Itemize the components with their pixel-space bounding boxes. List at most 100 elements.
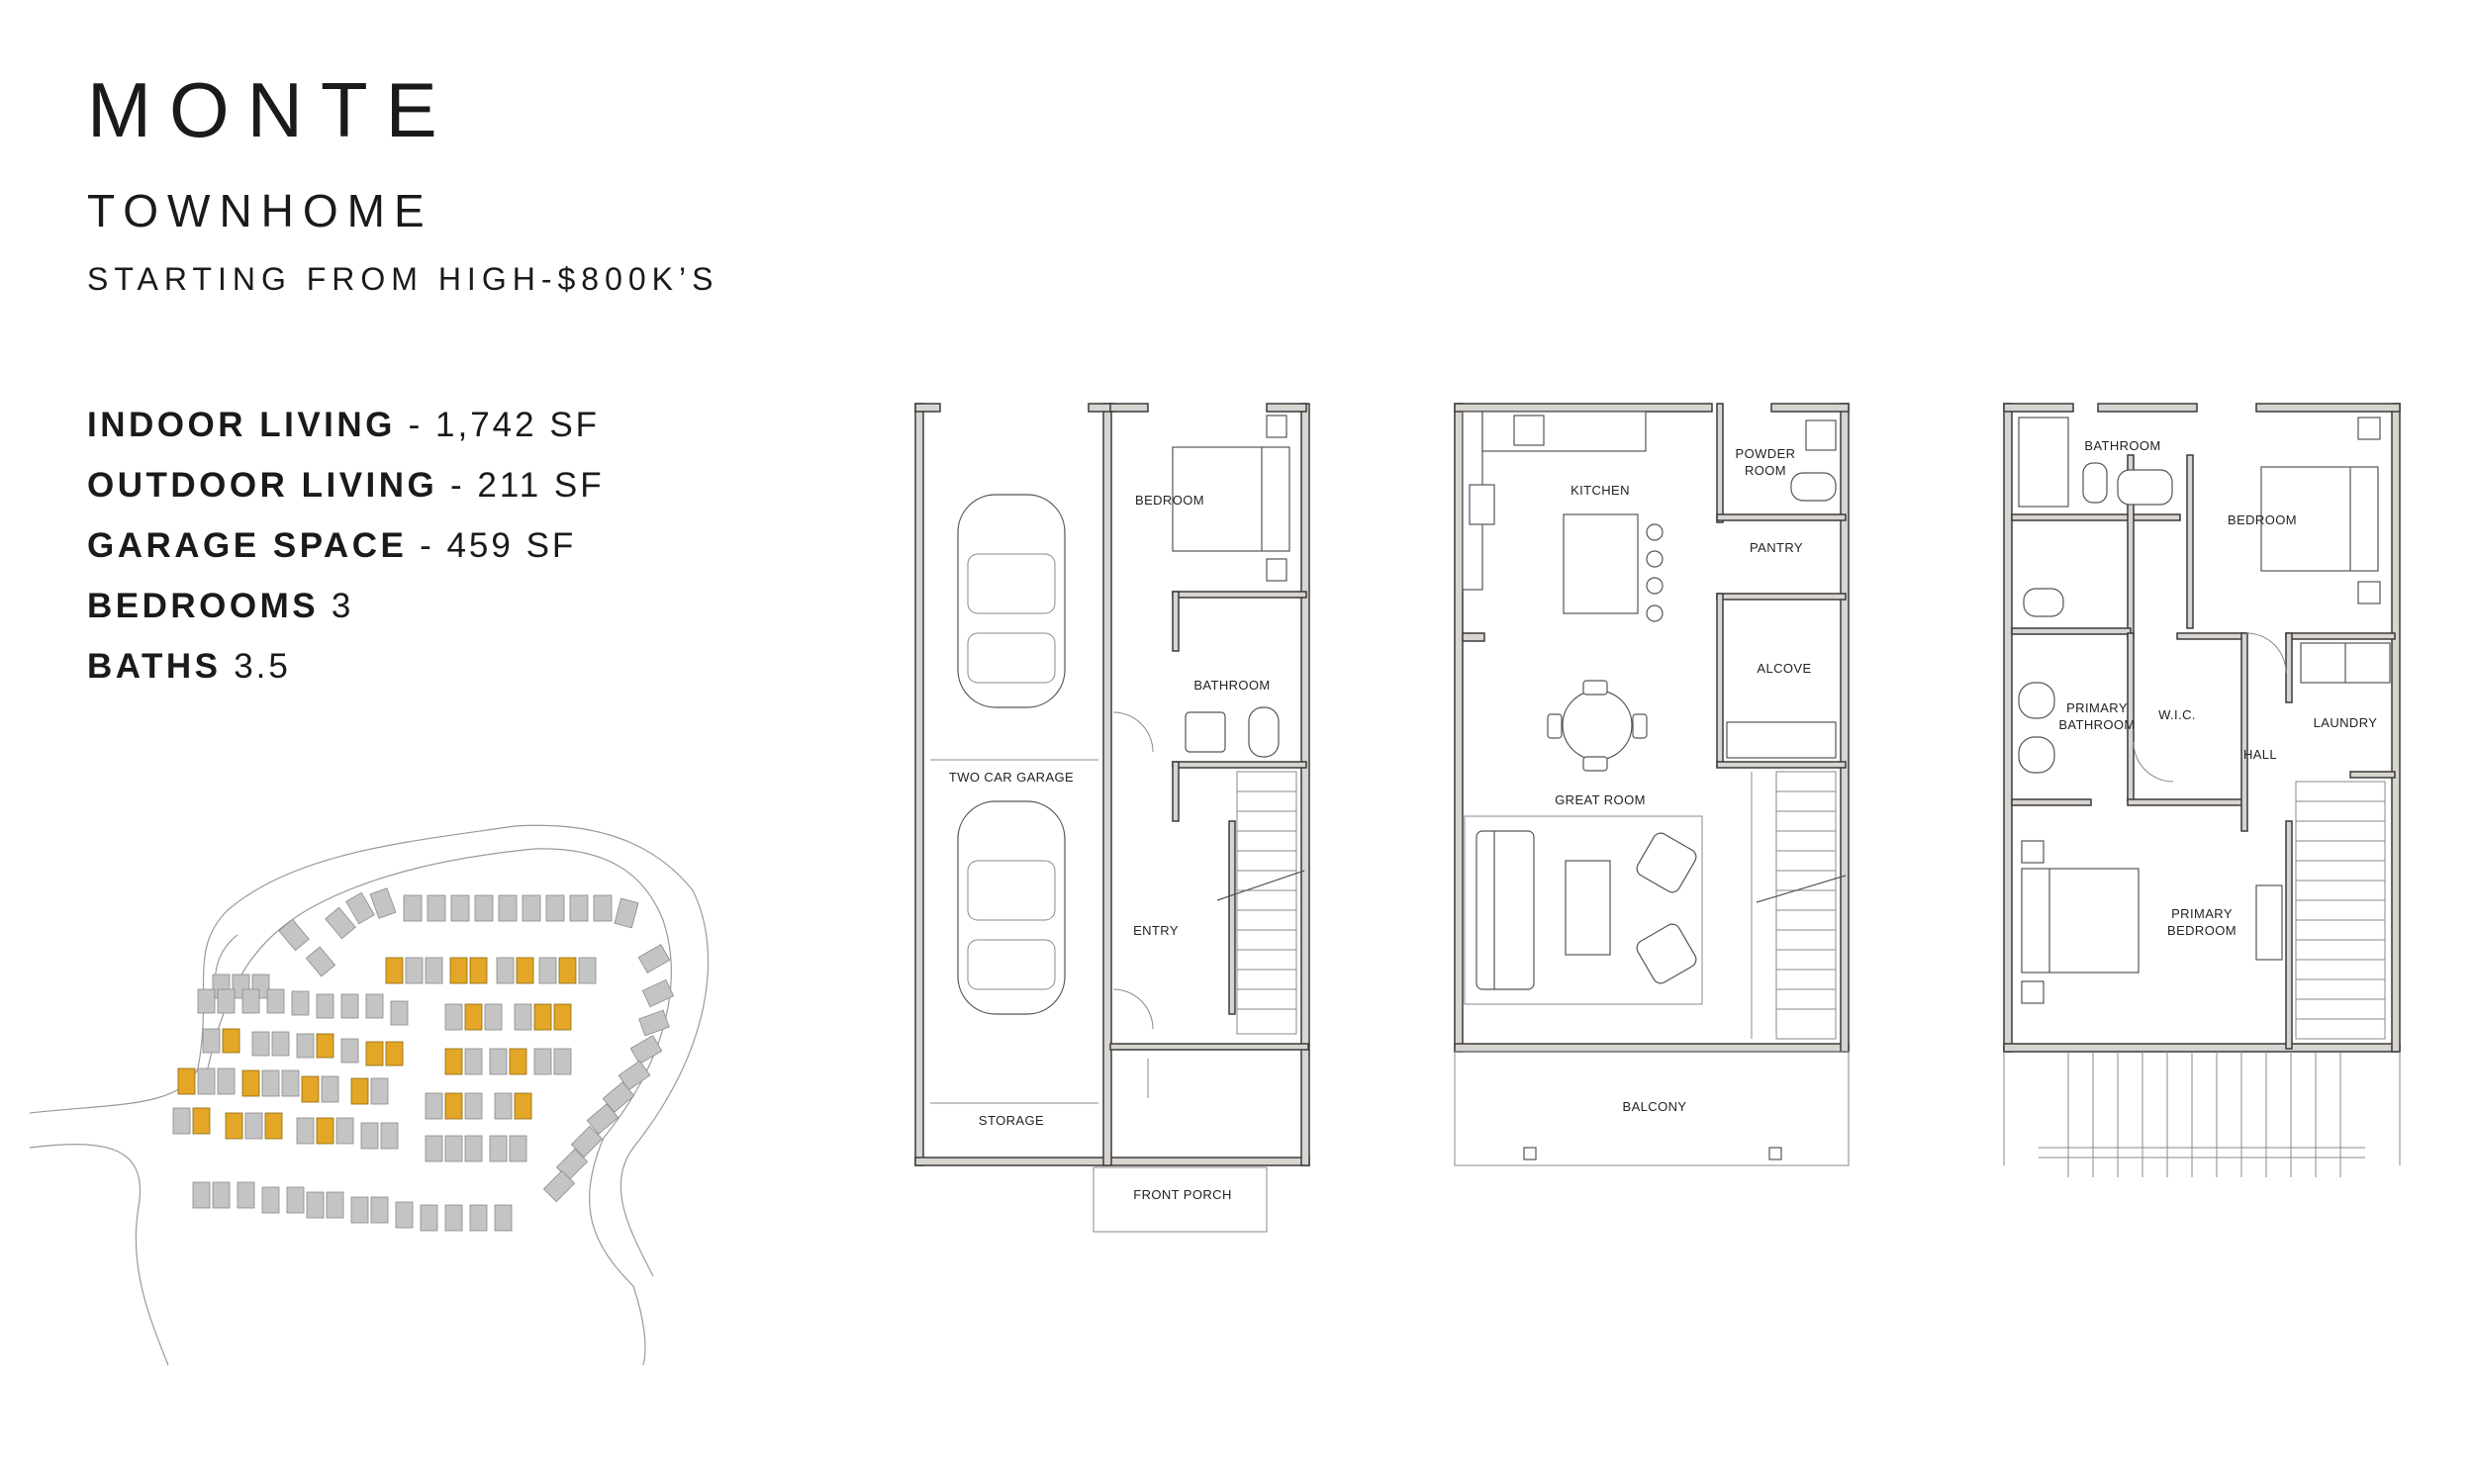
lot <box>261 1069 280 1097</box>
toilet-icon <box>1790 472 1837 502</box>
lot <box>553 1048 572 1075</box>
lot-highlight <box>365 1041 384 1067</box>
room-label-great-room: GREAT ROOM <box>1555 792 1646 807</box>
stat-value: 211 SF <box>477 466 605 505</box>
lot <box>335 1117 354 1145</box>
stat-garage-space: GARAGE SPACE - 459 SF <box>87 526 605 587</box>
lot-highlight <box>449 957 468 984</box>
post-icon <box>1523 1147 1537 1160</box>
room-label-storage: STORAGE <box>979 1113 1044 1128</box>
lot <box>629 1035 663 1065</box>
rug <box>1464 815 1703 1005</box>
wall <box>1454 403 1713 413</box>
room-label-entry: ENTRY <box>1133 923 1179 938</box>
wall <box>2127 798 2247 806</box>
front-porch-area <box>1093 1166 1268 1233</box>
lot-highlight <box>241 1069 260 1097</box>
lot-highlight <box>177 1067 196 1095</box>
lot <box>444 1204 463 1232</box>
door-swing <box>2133 741 2174 783</box>
lot <box>464 1048 483 1075</box>
lot <box>202 1028 221 1054</box>
wall <box>1172 591 1307 599</box>
lot <box>484 1003 503 1031</box>
door-swing <box>2245 632 2287 674</box>
lot <box>370 1196 389 1224</box>
lot <box>217 1067 236 1095</box>
lot <box>545 894 565 922</box>
lot <box>197 988 216 1014</box>
lot-highlight <box>553 1003 572 1031</box>
desk-icon <box>1726 721 1837 759</box>
room-label-bathroom: BATHROOM <box>2084 438 2160 453</box>
lot <box>425 1135 443 1162</box>
lot <box>450 894 470 922</box>
lot <box>241 988 260 1014</box>
sink-icon <box>1185 711 1226 753</box>
stat-value: 1,742 SF <box>435 406 601 444</box>
stool-icon <box>1646 604 1664 622</box>
sink-icon <box>1805 419 1837 451</box>
lot <box>291 990 310 1016</box>
toilet-icon <box>1248 706 1280 758</box>
lot <box>425 1092 443 1120</box>
lot <box>498 894 518 922</box>
car-icon <box>957 494 1066 708</box>
wall <box>2011 798 2092 806</box>
lot <box>538 957 557 984</box>
wall <box>1300 403 1310 1166</box>
sofa-icon <box>1475 830 1535 990</box>
wall <box>2255 403 2401 413</box>
lot-highlight <box>316 1117 334 1145</box>
stat-sep: - <box>395 406 436 444</box>
lot <box>281 1069 300 1097</box>
lot-highlight <box>301 1075 320 1103</box>
lot <box>345 891 375 925</box>
lot <box>321 1075 339 1103</box>
lot <box>237 1181 255 1209</box>
wall <box>1716 513 1847 521</box>
lot <box>494 1204 513 1232</box>
dresser-icon <box>2255 884 2283 961</box>
stat-bedrooms: BEDROOMS 3 <box>87 587 605 647</box>
lot <box>261 1186 280 1214</box>
wall <box>1716 403 1724 523</box>
floor-plan-level-2: KITCHEN POWDER ROOM PANTRY ALCOVE GREAT … <box>1454 403 1850 1166</box>
dining-table-icon <box>1547 680 1648 772</box>
stat-value: 3.5 <box>234 647 291 686</box>
stat-label: BEDROOMS <box>87 587 320 625</box>
toilet-icon <box>2023 588 2064 617</box>
lot <box>425 957 443 984</box>
bed-icon <box>2021 840 2140 1004</box>
wall <box>1172 761 1307 769</box>
bathtub-icon <box>2018 417 2069 508</box>
lot <box>586 1103 619 1135</box>
room-label-pantry: PANTRY <box>1750 540 1803 555</box>
wall <box>1716 593 1847 601</box>
stool-icon <box>1646 550 1664 568</box>
lot <box>278 918 310 952</box>
room-label-wic: W.I.C. <box>2158 707 2196 722</box>
lot <box>251 1031 270 1057</box>
wall <box>2097 403 2198 413</box>
lot <box>474 894 494 922</box>
lot-highlight <box>444 1092 463 1120</box>
stat-baths: BATHS 3.5 <box>87 647 605 707</box>
stairs-icon <box>2295 781 2386 1040</box>
cooktop-icon <box>1513 415 1545 446</box>
room-label-kitchen: KITCHEN <box>1570 483 1630 498</box>
lot-highlight <box>464 1003 483 1031</box>
lot <box>380 1122 399 1150</box>
wall <box>2285 820 2293 1050</box>
balcony-area <box>1454 1051 1850 1166</box>
stairs-icon <box>1216 771 1305 1035</box>
room-label-alcove: ALCOVE <box>1757 661 1811 676</box>
lot-highlight <box>516 957 534 984</box>
plan-title: MONTE <box>87 66 455 153</box>
door-swing <box>1112 988 1154 1030</box>
kitchen-island <box>1563 513 1639 614</box>
lot <box>326 1191 344 1219</box>
stool-icon <box>1646 577 1664 595</box>
lot-highlight <box>509 1048 527 1075</box>
wall <box>1228 820 1236 1015</box>
